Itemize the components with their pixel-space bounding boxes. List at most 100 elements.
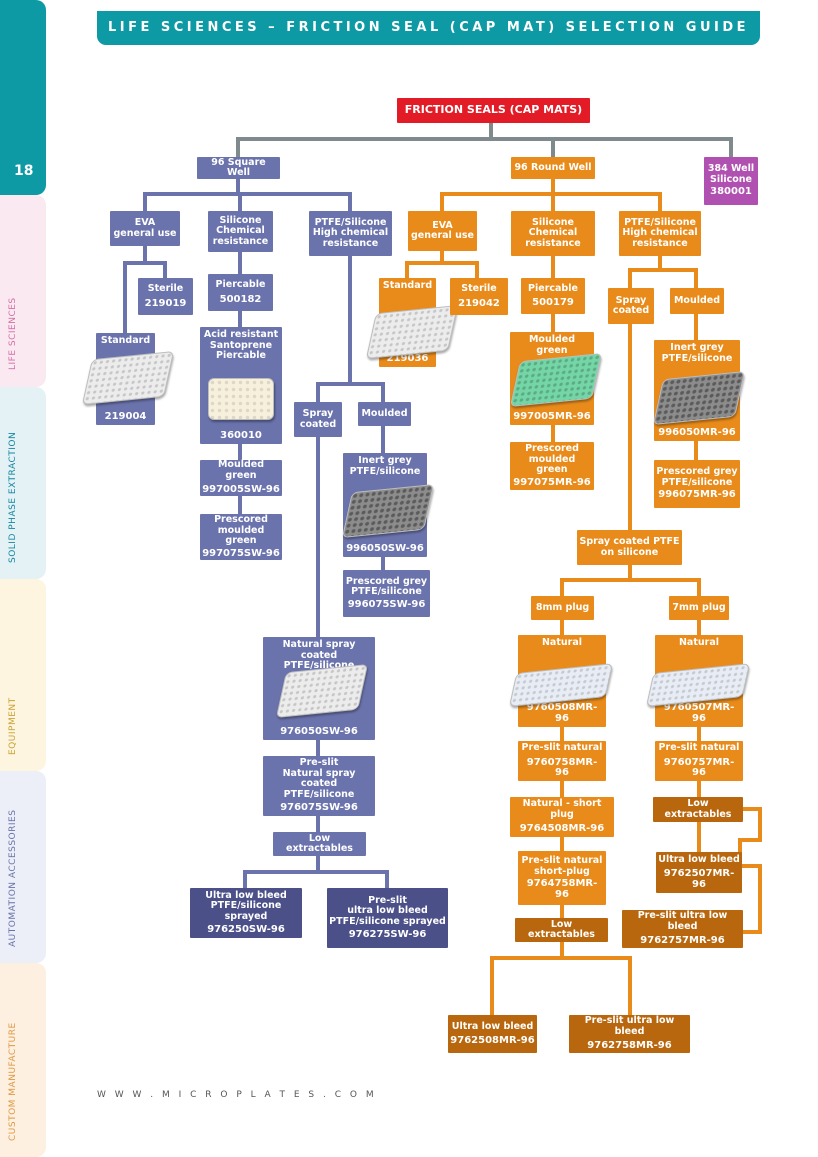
node-rd-preslit-ulb-7mm: Pre-slit ultra low bleed 9762757MR-96	[622, 910, 743, 948]
node-label: 96 Square Well	[211, 156, 266, 178]
node-code: 9762757MR-96	[640, 935, 725, 947]
node-label: Pre-slit natural	[658, 742, 740, 754]
node-label: Spray coated	[299, 408, 337, 430]
side-tab-page: 18	[0, 0, 46, 195]
node-label: Standard	[382, 280, 433, 291]
node-code: 219019	[144, 297, 187, 309]
node-rd-ptfe: PTFE/Silicone High chemical resistance	[619, 211, 701, 256]
node-code: 976250SW-96	[207, 924, 285, 935]
node-label: Moulded green	[217, 459, 265, 481]
node-code: 9760507MR-96	[663, 702, 735, 724]
node-sq-spray-coated: Spray coated	[294, 402, 342, 437]
node-label: Piercable	[528, 282, 578, 294]
node-rd-8mm-plug: 8mm plug	[531, 596, 594, 620]
node-label: Silicone Chemical resistance	[212, 214, 269, 247]
node-code: 997075SW-96	[202, 547, 280, 559]
node-code: 360010	[220, 429, 262, 441]
side-tab-solid-phase-extraction[interactable]: SOLID PHASE EXTRACTION	[0, 387, 46, 579]
node-code: 997005MR-96	[513, 410, 591, 422]
node-label: Piercable	[215, 279, 266, 290]
node-rd-short-plug: Natural - short plug 9764508MR-96	[510, 797, 614, 837]
footer-url[interactable]: W W W . M I C R O P L A T E S . C O M	[97, 1090, 377, 1100]
node-sq-prescored-grey: Prescored grey PTFE/silicone 996075SW-96	[343, 570, 430, 617]
node-code: 9762758MR-96	[587, 1040, 672, 1052]
node-sq-silicone: Silicone Chemical resistance	[208, 211, 273, 252]
node-label: Sterile	[461, 283, 497, 294]
node-rd-moulded: Moulded	[670, 288, 724, 314]
side-tab-life-sciences[interactable]: LIFE SCIENCES	[0, 195, 46, 387]
node-friction-seals: FRICTION SEALS (CAP MATS)	[397, 98, 590, 123]
node-rd-sterile: Sterile 219042	[450, 278, 508, 315]
node-label: PTFE/Silicone High chemical resistance	[312, 216, 389, 249]
node-label: Prescored moulded green	[525, 443, 579, 475]
node-rd-spray-coated: Spray coated	[608, 288, 654, 324]
node-sq-preslit: Pre-slit Natural spray coated PTFE/silic…	[263, 756, 375, 816]
node-code: 976050SW-96	[280, 725, 358, 737]
node-label: Low extractables	[286, 832, 353, 854]
node-label: Moulded	[361, 407, 408, 419]
node-rd-7mm-plug: 7mm plug	[669, 596, 729, 620]
node-code: 9760758MR-96	[526, 756, 598, 779]
node-label: Natural spray coated PTFE/silicone	[282, 639, 356, 671]
side-tab-automation-accessories[interactable]: AUTOMATION ACCESSORIES	[0, 771, 46, 963]
node-label: Pre-slit ultra low bleed	[637, 910, 728, 932]
node-label: Natural	[678, 637, 720, 648]
node-code: 997005SW-96	[202, 484, 280, 496]
node-label: EVA general use	[411, 219, 474, 241]
node-code: 219004	[104, 410, 147, 422]
node-code: 996075MR-96	[658, 489, 736, 501]
node-label: Inert grey PTFE/silicone	[661, 342, 733, 364]
node-96-round-well: 96 Round Well	[511, 157, 595, 179]
node-rd-eva: EVA general use	[408, 211, 477, 251]
node-label: Ultra low bleed	[451, 1020, 534, 1032]
page-title: LIFE SCIENCES – FRICTION SEAL (CAP MAT) …	[107, 20, 750, 35]
node-code: 996075SW-96	[347, 598, 426, 610]
node-label: Spray coated PTFE on silicone	[579, 536, 680, 558]
side-tab-equipment[interactable]: EQUIPMENT	[0, 579, 46, 771]
node-code: 500179	[532, 297, 574, 308]
node-label: Pre-slit natural short-plug	[521, 855, 603, 877]
node-sq-piercable: Piercable 500182	[208, 274, 273, 311]
node-label: Spray coated	[612, 294, 650, 316]
node-label: PTFE/Silicone High chemical resistance	[622, 216, 698, 249]
node-sq-moulded-green: Moulded green 997005SW-96	[200, 460, 282, 496]
node-label: Standard	[100, 335, 151, 346]
node-label: Pre-slit natural	[521, 742, 603, 754]
node-code: 9762508MR-96	[450, 1035, 535, 1046]
node-sq-moulded: Moulded	[358, 402, 411, 426]
node-384-well: 384 Well Silicone 380001	[704, 157, 758, 205]
node-label: Ultra low bleed PTFE/silicone sprayed	[205, 889, 287, 922]
node-label: Low extractables	[528, 918, 595, 940]
side-tab-custom-manufacture[interactable]: CUSTOM MANUFACTURE	[0, 963, 46, 1157]
node-label: Pre-slit ultra low bleed	[584, 1015, 675, 1037]
node-rd-piercable: Piercable 500179	[521, 278, 585, 314]
node-rd-preslit-8mm: Pre-slit natural 9760758MR-96	[518, 741, 606, 781]
node-code: 380001	[710, 186, 752, 198]
node-code: 996050MR-96	[658, 426, 736, 438]
page-number: 18	[14, 163, 34, 179]
node-label: 7mm plug	[672, 601, 726, 613]
node-label: Acid resistant Santoprene Piercable	[203, 329, 279, 361]
node-label: Prescored grey PTFE/silicone	[656, 466, 738, 488]
header-bar: LIFE SCIENCES – FRICTION SEAL (CAP MAT) …	[97, 11, 760, 45]
node-label: Moulded green	[528, 334, 576, 356]
node-label: 8mm plug	[535, 601, 590, 613]
node-rd-low-extractables-7mm: Low extractables	[653, 797, 743, 822]
node-label: Silicone Chemical resistance	[525, 216, 581, 249]
node-sq-eva: EVA general use	[110, 211, 180, 246]
plate-image-sq-acid	[208, 378, 274, 420]
node-code: 9764758MR-96	[526, 878, 598, 900]
node-code: 500182	[219, 293, 262, 305]
node-sq-ultra-low-bleed: Ultra low bleed PTFE/silicone sprayed 97…	[190, 888, 302, 938]
node-rd-preslit-ulb-8mm: Pre-slit ultra low bleed 9762758MR-96	[569, 1015, 690, 1053]
node-label: EVA general use	[113, 217, 177, 239]
node-code: 9762507MR-96	[663, 868, 735, 890]
node-rd-silicone: Silicone Chemical resistance	[511, 211, 595, 256]
node-code: 219036	[386, 352, 429, 364]
node-code: 976075SW-96	[280, 802, 358, 814]
node-rd-prescored-grey: Prescored grey PTFE/silicone 996075MR-96	[654, 460, 740, 508]
node-code: 996050SW-96	[346, 542, 424, 554]
node-sq-preslit-ulb: Pre-slit ultra low bleed PTFE/silicone s…	[327, 888, 448, 948]
node-sq-low-extractables: Low extractables	[273, 832, 366, 856]
